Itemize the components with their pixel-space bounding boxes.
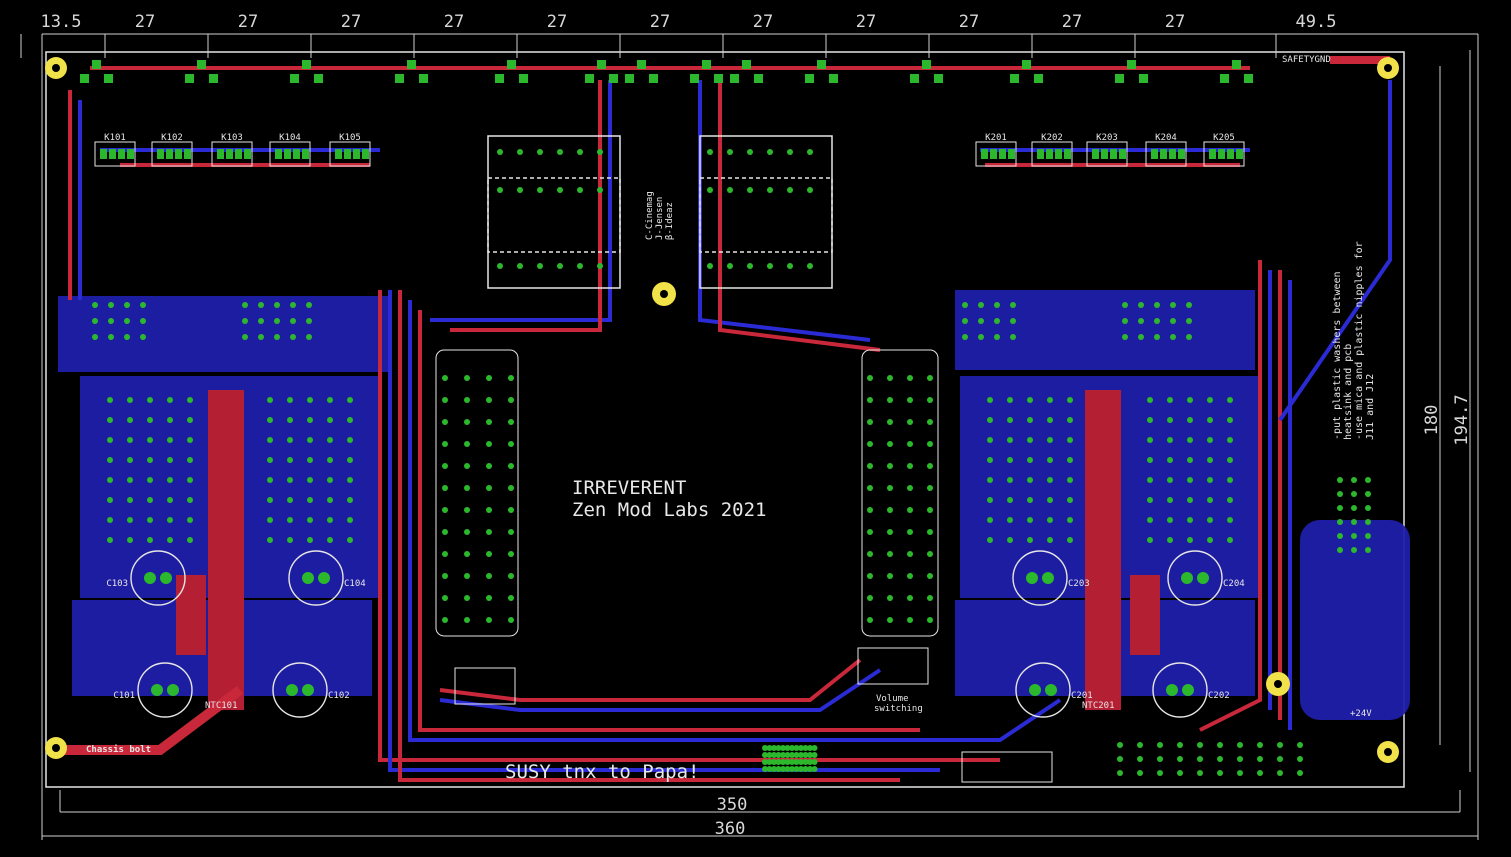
capacitor-c103: C103 [106,550,186,606]
mount-hole-center [652,282,676,306]
credit-0: C-Cinemag [645,191,655,240]
dimension-top-0: 13.5 [41,12,82,32]
capacitor-label: C202 [1208,691,1230,701]
capacitor-label: C101 [113,691,135,701]
power-label: +24V [1350,709,1372,719]
credit-2: β-Ideaz [665,202,675,240]
top-dimensions: 13.5 27 27 27 27 27 27 27 27 27 27 27 49.5 [20,12,1337,58]
relay-label: K102 [161,133,183,143]
safety-ground-label: SAFETYGND [1282,55,1331,65]
relay-label: K103 [221,133,243,143]
dimension-top-3: 27 [341,12,361,32]
note-line-0: -put plastic washers between [1332,271,1343,440]
relay-label: K101 [104,133,126,143]
dimension-inner-height: 180 [1422,405,1442,436]
dimension-top-6: 27 [650,12,670,32]
dimension-top-5: 27 [547,12,567,32]
top-copper-pours [176,390,1160,710]
relay-label: K204 [1155,133,1177,143]
dedication-text: SUSY tnx to Papa! [505,761,699,783]
dimension-top-4: 27 [444,12,464,32]
traces [50,56,1392,782]
dimension-lines [41,33,1479,840]
mount-hole-tr [1377,57,1399,79]
capacitor-c102: C102 [272,662,350,718]
note-line-3: J11 and J12 [1365,374,1376,440]
relays: K101 K102 K103 K104 K105 K201 K202 K203 K204 K205 [94,133,1245,167]
relay-label: K205 [1213,133,1235,143]
capacitor-c201: C201 [1015,662,1093,718]
relay-k105: K105 [329,133,371,167]
relay-label: K203 [1096,133,1118,143]
board-title: IRREVERENT [572,477,686,499]
credit-1: J-Jensen [655,197,665,240]
relay-label: K201 [985,133,1007,143]
dimension-top-2: 27 [238,12,258,32]
capacitor-c101: C101 [113,662,193,718]
relay-k104: K104 [269,133,311,167]
dimension-top-9: 27 [959,12,979,32]
dimension-top-10: 27 [1062,12,1082,32]
dimension-outer-width: 360 [715,819,746,839]
relay-k204: K204 [1145,133,1187,167]
relay-label: K105 [339,133,361,143]
capacitor-c104: C104 [288,550,366,606]
capacitor-label: C103 [106,579,128,589]
relay-k103: K103 [211,133,253,167]
mount-hole-tl [45,57,67,79]
ntc-label-left: NTC101 [205,701,238,711]
dimension-top-11: 27 [1165,12,1185,32]
dimension-outer-height: 194.7 [1452,394,1472,445]
dimension-inner-width: 350 [717,795,748,815]
note-line-2: -use mica and plastic nipples for [1354,241,1365,440]
board-outline [45,51,1405,788]
relay-k203: K203 [1086,133,1128,167]
note-line-1: heatsink and pcb [1343,344,1354,440]
dimension-top-1: 27 [135,12,155,32]
relay-label: K104 [279,133,301,143]
resistor-ladders [435,349,1053,783]
assembly-notes: -put plastic washers between heatsink an… [1332,241,1376,440]
mount-hole-br [1377,741,1399,763]
capacitor-c204: C204 [1167,550,1245,606]
transformer-footprints [487,135,833,289]
relay-k205: K205 [1203,133,1245,167]
capacitor-label: C204 [1223,579,1245,589]
capacitor-label: C102 [328,691,350,701]
mount-hole-psu [1266,672,1290,696]
dimension-top-7: 27 [753,12,773,32]
pads [80,60,1371,776]
relay-k101: K101 [94,133,136,167]
capacitor-label: C201 [1071,691,1093,701]
relay-k202: K202 [1031,133,1073,167]
board-subtitle: Zen Mod Labs 2021 [572,499,766,521]
chassis-bolt-label: Chassis bolt [86,744,151,755]
dimension-top-8: 27 [856,12,876,32]
capacitor-c202: C202 [1152,662,1230,718]
mounting-holes [45,57,1399,763]
capacitor-label: C203 [1068,579,1090,589]
relay-k201: K201 [975,133,1017,167]
capacitor-label: C104 [344,579,366,589]
ntc-label-right: NTC201 [1082,701,1115,711]
volume-label-1: Volume [876,694,909,704]
volume-label-2: switching [874,704,923,714]
relay-k102: K102 [151,133,193,167]
dimension-top-12: 49.5 [1296,12,1337,32]
mount-hole-bl [45,737,67,759]
credits: C-Cinemag J-Jensen β-Ideaz [645,191,675,240]
relay-label: K202 [1041,133,1063,143]
capacitor-c203: C203 [1012,550,1090,606]
